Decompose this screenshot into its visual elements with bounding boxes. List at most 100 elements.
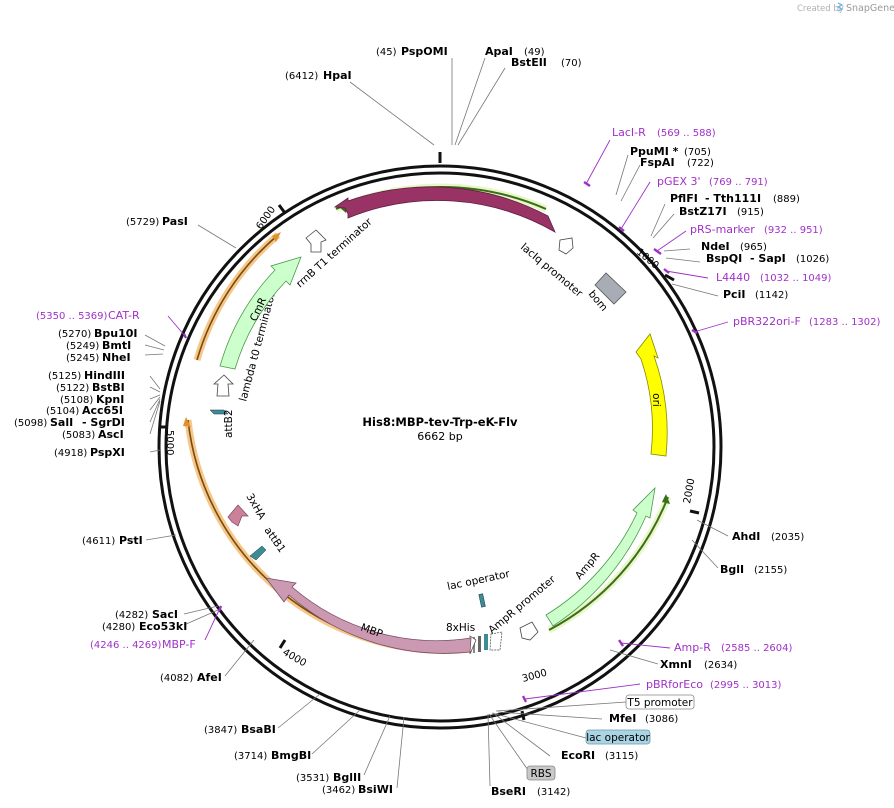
- site-nhei: NheI: [102, 351, 131, 364]
- tick-label-4000: 4000: [281, 647, 309, 669]
- feature-bom[interactable]: [594, 272, 627, 305]
- feature-ori[interactable]: [635, 333, 668, 457]
- site-ahdi: AhdI: [732, 530, 760, 543]
- site-ecori: EcoRI: [561, 749, 595, 762]
- site-bmgbi: BmgBI: [271, 749, 311, 762]
- feature-attb1[interactable]: [249, 545, 267, 561]
- site-pos: (3531): [296, 773, 329, 784]
- primer-pgex-3: pGEX 3': [657, 175, 701, 188]
- feature-ampr[interactable]: [545, 486, 656, 627]
- feature-rrnb-t1-terminator[interactable]: [305, 229, 327, 253]
- primer-mbp-f: MBP-F: [162, 638, 196, 651]
- primer-pbr322ori-f: pBR322ori-F: [733, 315, 801, 328]
- feature-laci-label: lacI: [449, 204, 467, 216]
- site-pos: (2035): [771, 532, 804, 543]
- backbone-outer: [157, 164, 723, 730]
- feature-laciq-promoter[interactable]: [558, 237, 574, 255]
- cmr-orf-line: [196, 234, 279, 361]
- primer-leader-lines: [167, 139, 729, 700]
- primer-pos: (1032 .. 1049): [760, 273, 832, 284]
- t5-promoter-box[interactable]: [625, 694, 695, 710]
- feature-ampr-promoter[interactable]: [519, 621, 539, 641]
- feature-laci[interactable]: [333, 186, 556, 233]
- cmr-orf-arrow-icon: [272, 232, 281, 242]
- site-bsabi: BsaBI: [241, 723, 276, 736]
- site-bsiwi: BsiWI: [358, 783, 393, 796]
- tick-label-5000: 5000: [164, 430, 175, 455]
- site-ndei: NdeI: [701, 240, 730, 253]
- tick-2000: [689, 509, 700, 515]
- site-kpni: KpnI: [96, 393, 124, 406]
- plasmid-length: 6662 bp: [417, 430, 462, 443]
- site-pasi: PasI: [162, 215, 188, 228]
- site-pos: (4082): [160, 673, 193, 684]
- primer-cat-r: CAT-R: [108, 309, 140, 322]
- site-pos: (889): [773, 194, 800, 205]
- site-pos: (4918): [54, 448, 87, 459]
- site-pos: (5270): [58, 329, 91, 340]
- feature-lambda-t0-terminator[interactable]: [212, 374, 234, 397]
- site-asci: AscI: [98, 428, 124, 441]
- backbone-inner: [164, 171, 716, 723]
- site-pos: (5729): [126, 217, 159, 228]
- restriction-sites: (45) PspOMI ApaI (49) BstEII (70) (6412)…: [14, 45, 829, 798]
- primer-laci-r: LacI-R: [612, 126, 646, 139]
- site-bspqi: BspQI: [706, 252, 742, 265]
- rbs-box-label: RBS: [531, 768, 552, 780]
- primer-l4440: L4440: [716, 271, 750, 284]
- site-psti: PstI: [119, 534, 143, 547]
- site-pos: (1026): [796, 254, 829, 265]
- site-hpai: HpaI: [323, 69, 352, 82]
- lac-operator-box[interactable]: [585, 729, 651, 745]
- feature-lac-operator[interactable]: [478, 593, 486, 608]
- site-apai: ApaI: [485, 45, 513, 58]
- tick-1000: [664, 273, 675, 282]
- rbs-box[interactable]: [526, 765, 556, 781]
- site-acc65i: Acc65I: [82, 404, 123, 417]
- site-pos: (915): [737, 207, 764, 218]
- primer-labels: LacI-R (569 .. 588) pGEX 3' (769 .. 791)…: [36, 126, 881, 691]
- site-pos: (5249): [66, 341, 99, 352]
- primer-pos: (769 .. 791): [709, 177, 768, 188]
- site-pos: (3115): [605, 751, 638, 762]
- feature-3xha-label: 3xHA: [243, 492, 268, 523]
- tick-4000: [278, 639, 287, 649]
- primer-pos: (2585 .. 2604): [721, 643, 793, 654]
- site-pos: (2155): [754, 565, 787, 576]
- plasmid-name: His8:MBP-tev-Trp-eK-Flv: [362, 415, 518, 429]
- boxed-feature-leaders: [488, 701, 627, 774]
- site-pos: (5083): [62, 430, 95, 441]
- site-pos: (70): [561, 58, 582, 69]
- primer-pos: (932 .. 951): [764, 225, 823, 236]
- site-pos: (965): [740, 242, 767, 253]
- site-pos: (5245): [66, 353, 99, 364]
- site-leader-lines: [144, 57, 729, 789]
- feature-mbp[interactable]: [265, 577, 472, 654]
- site-ppumi: PpuMI *: [630, 145, 679, 158]
- primer-amp-r: Amp-R: [674, 641, 711, 654]
- site-bmti: BmtI: [102, 339, 131, 352]
- mbp-orf-arrow-icon: [183, 417, 191, 427]
- feature-attb2[interactable]: [209, 409, 229, 415]
- primer-pbrforeco: pBRforEco: [646, 678, 703, 691]
- site-hindiii: HindIII: [84, 369, 125, 382]
- primer-pos: (2995 .. 3013): [710, 680, 782, 691]
- tick-3000: [520, 710, 526, 721]
- snapgene-brand: SnapGene: [846, 3, 894, 14]
- primer-pos: (5350 .. 5369): [36, 311, 108, 322]
- lac-operator-box-label: lac operator: [586, 732, 650, 744]
- site-pos: (705): [684, 147, 711, 158]
- feature-3xha[interactable]: [227, 504, 249, 527]
- feature-small-block-2: [478, 636, 481, 652]
- site-tth111i: - Tth111I: [705, 192, 761, 205]
- site-pcii: PciI: [723, 288, 745, 301]
- site-sgrdi: - SgrDI: [82, 416, 125, 429]
- tick-label-2000: 2000: [682, 478, 697, 505]
- primer-pos: (1283 .. 1302): [809, 317, 881, 328]
- feature-cmr[interactable]: [219, 256, 302, 370]
- site-bseri: BseRI: [491, 785, 526, 798]
- site-pos: (5104): [46, 406, 79, 417]
- site-pos: (3847): [204, 725, 237, 736]
- feature-laciq-promoter-label: lacIq promoter: [518, 241, 585, 300]
